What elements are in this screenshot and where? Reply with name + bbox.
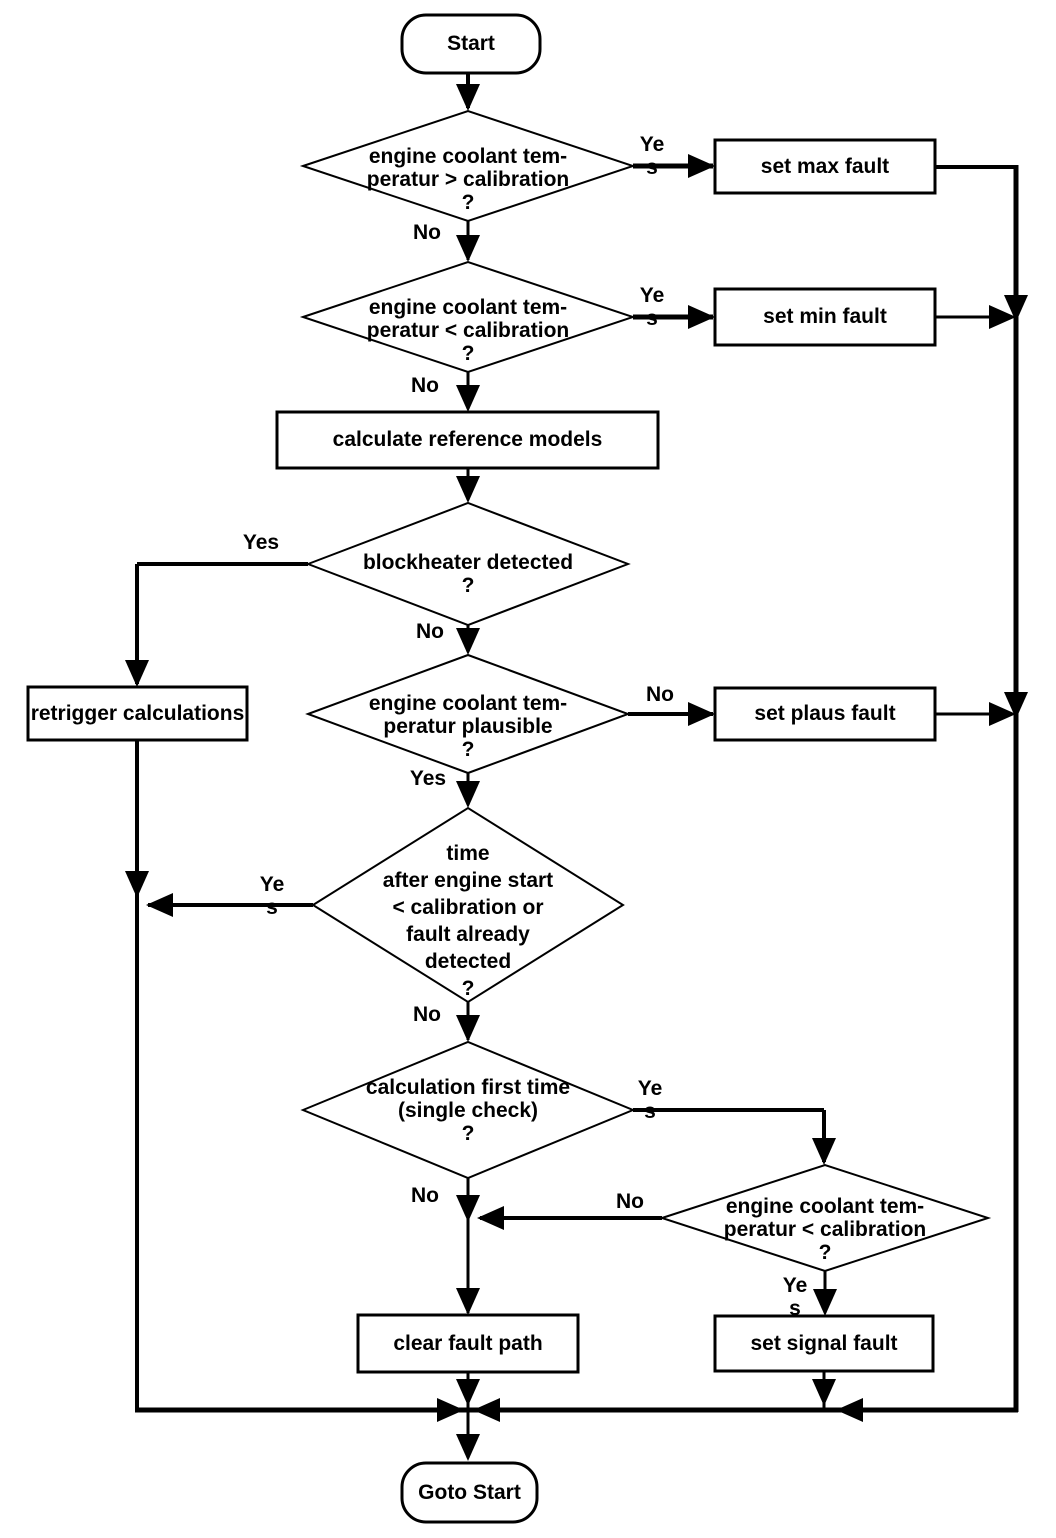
edge-label-d2-yes: Ye s: [639, 284, 665, 330]
process-calculate-reference-models-label: calculate reference models: [332, 428, 603, 451]
edge-label-ect2-yes: Ye s: [782, 1274, 808, 1320]
terminator-goto-start-label: Goto Start: [418, 1480, 521, 1504]
arrow-merge-min-down: [1004, 295, 1028, 322]
edge-label-plausible-yes: Yes: [409, 767, 447, 790]
arrow-merge-cfno-down: [456, 1195, 480, 1222]
arrow-into-calc: [456, 385, 480, 412]
decision-blockheater-detected-label: blockheater detected ?: [362, 551, 574, 597]
arrow-rail-right: [437, 1398, 464, 1422]
edge-label-cf-yes: Ye s: [637, 1077, 663, 1123]
edge-label-d2-no: No: [411, 374, 439, 397]
process-clear-fault-path-label: clear fault path: [393, 1331, 543, 1355]
arrow-merge-plaus-right: [989, 702, 1016, 726]
process-retrigger-calculations-label: retrigger calculations: [30, 701, 245, 725]
terminator-start-shape: [400, 13, 542, 75]
arrow-clear-into-rail: [456, 1379, 480, 1406]
process-set-plaus-fault-label: set plaus fault: [754, 702, 896, 725]
terminator-goto-start-shape: [400, 1461, 539, 1524]
edge-label-plausible-no: No: [646, 683, 674, 706]
decision-ect-lt-calibration-label: engine coolant tem- peratur < calibratio…: [366, 296, 570, 365]
decision-time-after-engine-start-label: time after engine start < calibration or…: [382, 842, 554, 1000]
arrow-into-clear: [456, 1288, 480, 1315]
arrow-signal-into-rail: [812, 1379, 836, 1406]
decision-time-after-engine-start-shape: [311, 806, 625, 1004]
arrow-into-blockheater: [456, 476, 480, 503]
decision-ect-lt-calibration-2-label: engine coolant tem- peratur < calibratio…: [723, 1195, 927, 1264]
arrow-into-plausible: [456, 628, 480, 655]
arrow-rail-left: [473, 1398, 500, 1422]
edge-label-ect2-no: No: [616, 1190, 644, 1213]
arrow-merge-min-right: [989, 305, 1016, 329]
arrow-into-d1: [456, 84, 480, 111]
arrow-into-cf: [456, 1015, 480, 1042]
arrow-into-set-plaus: [688, 702, 715, 726]
arrow-merge-plaus-down: [1004, 692, 1028, 719]
arrow-into-signal: [813, 1289, 837, 1316]
process-set-signal-fault-label: set signal fault: [750, 1331, 898, 1355]
edge-label-d1-yes: Ye s: [639, 133, 665, 179]
edge-label-time-no: No: [413, 1003, 441, 1026]
edge-label-blockheater-no: No: [416, 620, 444, 643]
arrow-into-set-min: [688, 305, 715, 329]
arrow-into-goto-start: [456, 1434, 480, 1461]
arrow-into-retrigger: [125, 660, 149, 687]
edge-label-time-yes: Ye s: [259, 873, 285, 919]
terminator-start-label: Start: [447, 32, 495, 55]
arrow-merge-left-down: [125, 871, 149, 898]
decision-blockheater-detected-shape: [305, 501, 631, 627]
edge-label-d1-no: No: [413, 221, 441, 244]
arrow-merge-left-left: [146, 893, 173, 917]
arrow-merge-ect2no-left: [477, 1206, 504, 1230]
edge-label-blockheater-yes: Yes: [242, 531, 280, 554]
process-set-min-fault-label: set min fault: [763, 305, 887, 328]
arrow-into-time: [456, 781, 480, 808]
decision-ect-lt-calibration-2-shape: [658, 1163, 992, 1273]
decision-ect-gt-calibration-label: engine coolant tem- peratur > calibratio…: [366, 145, 570, 214]
arrow-into-set-max: [688, 154, 715, 178]
decision-ect-plausible-label: engine coolant tem- peratur plausible ?: [368, 692, 568, 761]
arrow-into-d2: [456, 235, 480, 262]
edge-label-cf-no: No: [411, 1184, 439, 1207]
arrow-into-ect2: [812, 1138, 836, 1165]
arrow-rail-left-2: [836, 1398, 863, 1422]
decision-calculation-first-time-label: calculation first time (single check) ?: [365, 1076, 571, 1145]
process-set-max-fault-label: set max fault: [760, 154, 890, 178]
